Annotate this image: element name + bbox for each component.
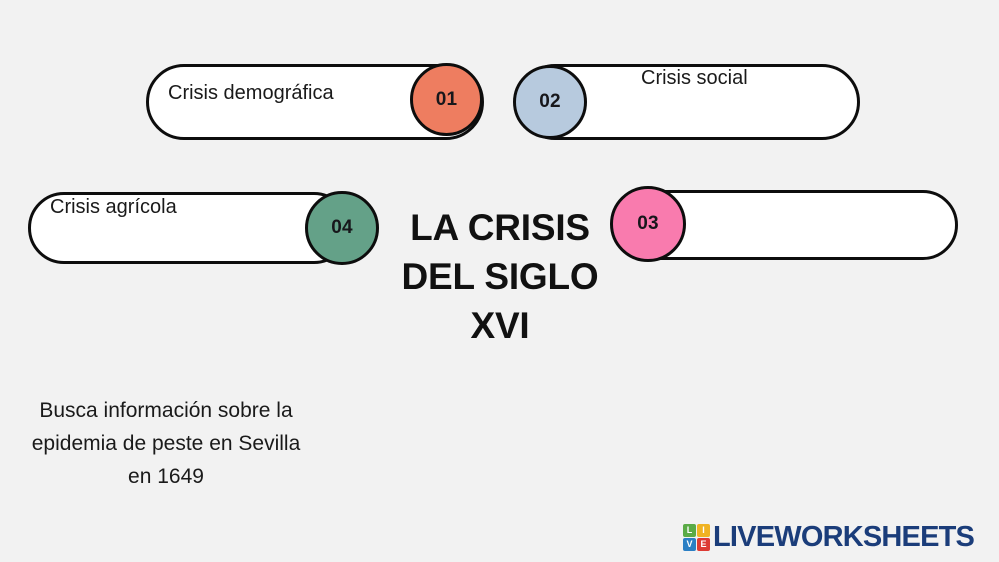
page-title-line-3: XVI [470, 305, 530, 347]
number-circle-04-label: 04 [331, 217, 353, 238]
number-circle-01-label: 01 [435, 88, 458, 110]
pill-bar-04 [28, 192, 350, 264]
page-title-line-2: DEL SIGLO [401, 256, 599, 298]
task-prompt: Busca información sobre la epidemia de p… [2, 394, 330, 494]
task-prompt-line-3: en 1649 [128, 465, 204, 489]
number-circle-02: 02 [513, 65, 587, 139]
pill-label-01: Crisis demográfica [168, 82, 334, 104]
badge-tile-i: I [697, 523, 710, 537]
number-circle-04: 04 [305, 191, 379, 265]
task-prompt-line-2: epidemia de peste en Sevilla [31, 432, 301, 456]
badge-tile-e: E [697, 537, 710, 551]
badge-tile-l: L [683, 523, 696, 537]
page-title: LA CRISIS DEL SIGLO XVI [382, 203, 618, 351]
number-circle-03-label: 03 [637, 213, 659, 234]
pill-label-02: Crisis social [641, 67, 748, 89]
number-circle-02-label: 02 [539, 91, 561, 112]
number-circle-01: 01 [410, 63, 483, 136]
pill-label-04: Crisis agrícola [50, 196, 177, 218]
liveworksheets-badge-icon: L I V E [683, 523, 710, 551]
badge-tile-v: V [683, 537, 696, 551]
page-title-line-1: LA CRISIS [410, 207, 590, 248]
number-circle-03: 03 [610, 186, 686, 262]
task-prompt-line-1: Busca información sobre la [39, 399, 293, 422]
liveworksheets-wordmark: LIVEWORKSHEETS [713, 520, 975, 553]
liveworksheets-logo[interactable]: L I V E LIVEWORKSHEETS [683, 518, 975, 556]
